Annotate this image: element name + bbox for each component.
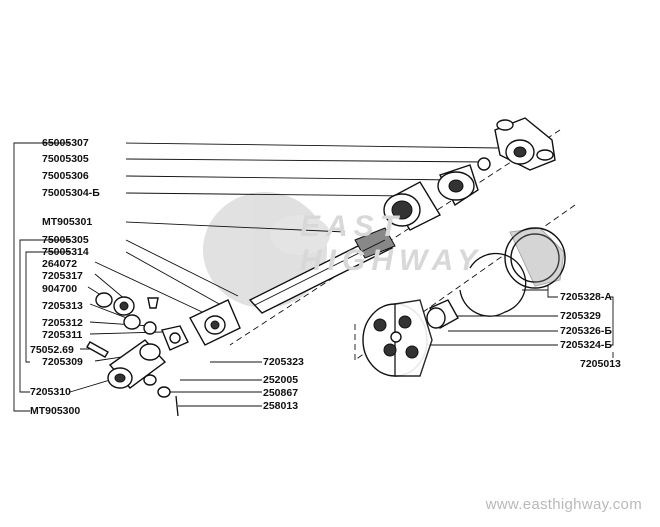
part-label: 250867 xyxy=(263,387,299,399)
part-label: 75005306 xyxy=(42,170,89,182)
part-label: 7205317 xyxy=(42,270,83,282)
retaining-ring-part xyxy=(504,227,566,289)
part-label: 65005307 xyxy=(42,137,89,149)
part-label: 7205311 xyxy=(42,329,83,341)
splined-shaft-part xyxy=(248,227,396,314)
flange-part xyxy=(494,117,556,171)
watermark-logo: EAST HIGHWAY xyxy=(300,210,483,278)
part-label: 7205329 xyxy=(560,310,601,322)
part-label: MT905300 xyxy=(30,405,81,417)
disk-part xyxy=(362,299,433,377)
part-label: 7205013 xyxy=(580,358,621,370)
bracket-lines xyxy=(13,142,70,412)
small-parts-left xyxy=(86,292,189,358)
part-label: 252005 xyxy=(263,374,299,386)
washer-part xyxy=(477,157,491,171)
circlip-part xyxy=(459,252,527,317)
part-label: 7205312 xyxy=(42,317,83,329)
part-label: 7205326-Б xyxy=(560,325,612,337)
bushing-part xyxy=(426,299,459,329)
leader-lines-left xyxy=(69,142,501,393)
fasteners xyxy=(143,374,179,417)
part-label: 7205313 xyxy=(42,300,83,312)
part-label: 904700 xyxy=(42,283,78,295)
yoke-part xyxy=(189,299,241,346)
part-label: 75052.69 xyxy=(30,344,74,356)
part-label: 7205310 xyxy=(30,386,71,398)
part-label: 7205324-Б xyxy=(560,339,612,351)
part-label: 75005305 xyxy=(42,153,89,165)
part-label: MT905301 xyxy=(42,216,93,228)
watermark-url: www.easthighway.com xyxy=(485,496,642,513)
part-label: 75005314 xyxy=(42,246,89,258)
part-label: 75005305 xyxy=(42,234,89,246)
cone-bushing-part xyxy=(437,164,479,207)
watermark-logo-line2: HIGHWAY xyxy=(300,244,484,277)
part-label: 75005304-Б xyxy=(42,187,100,199)
watermark-logo-line1: EAST xyxy=(300,210,405,243)
part-label: 7205323 xyxy=(263,356,304,368)
sleeve-part xyxy=(383,181,441,231)
part-label: 258013 xyxy=(263,400,299,412)
part-label: 7205328-А xyxy=(560,291,612,303)
part-label: 7205309 xyxy=(42,356,83,368)
lower-yoke-part xyxy=(107,339,167,389)
part-label: 264072 xyxy=(42,258,78,270)
